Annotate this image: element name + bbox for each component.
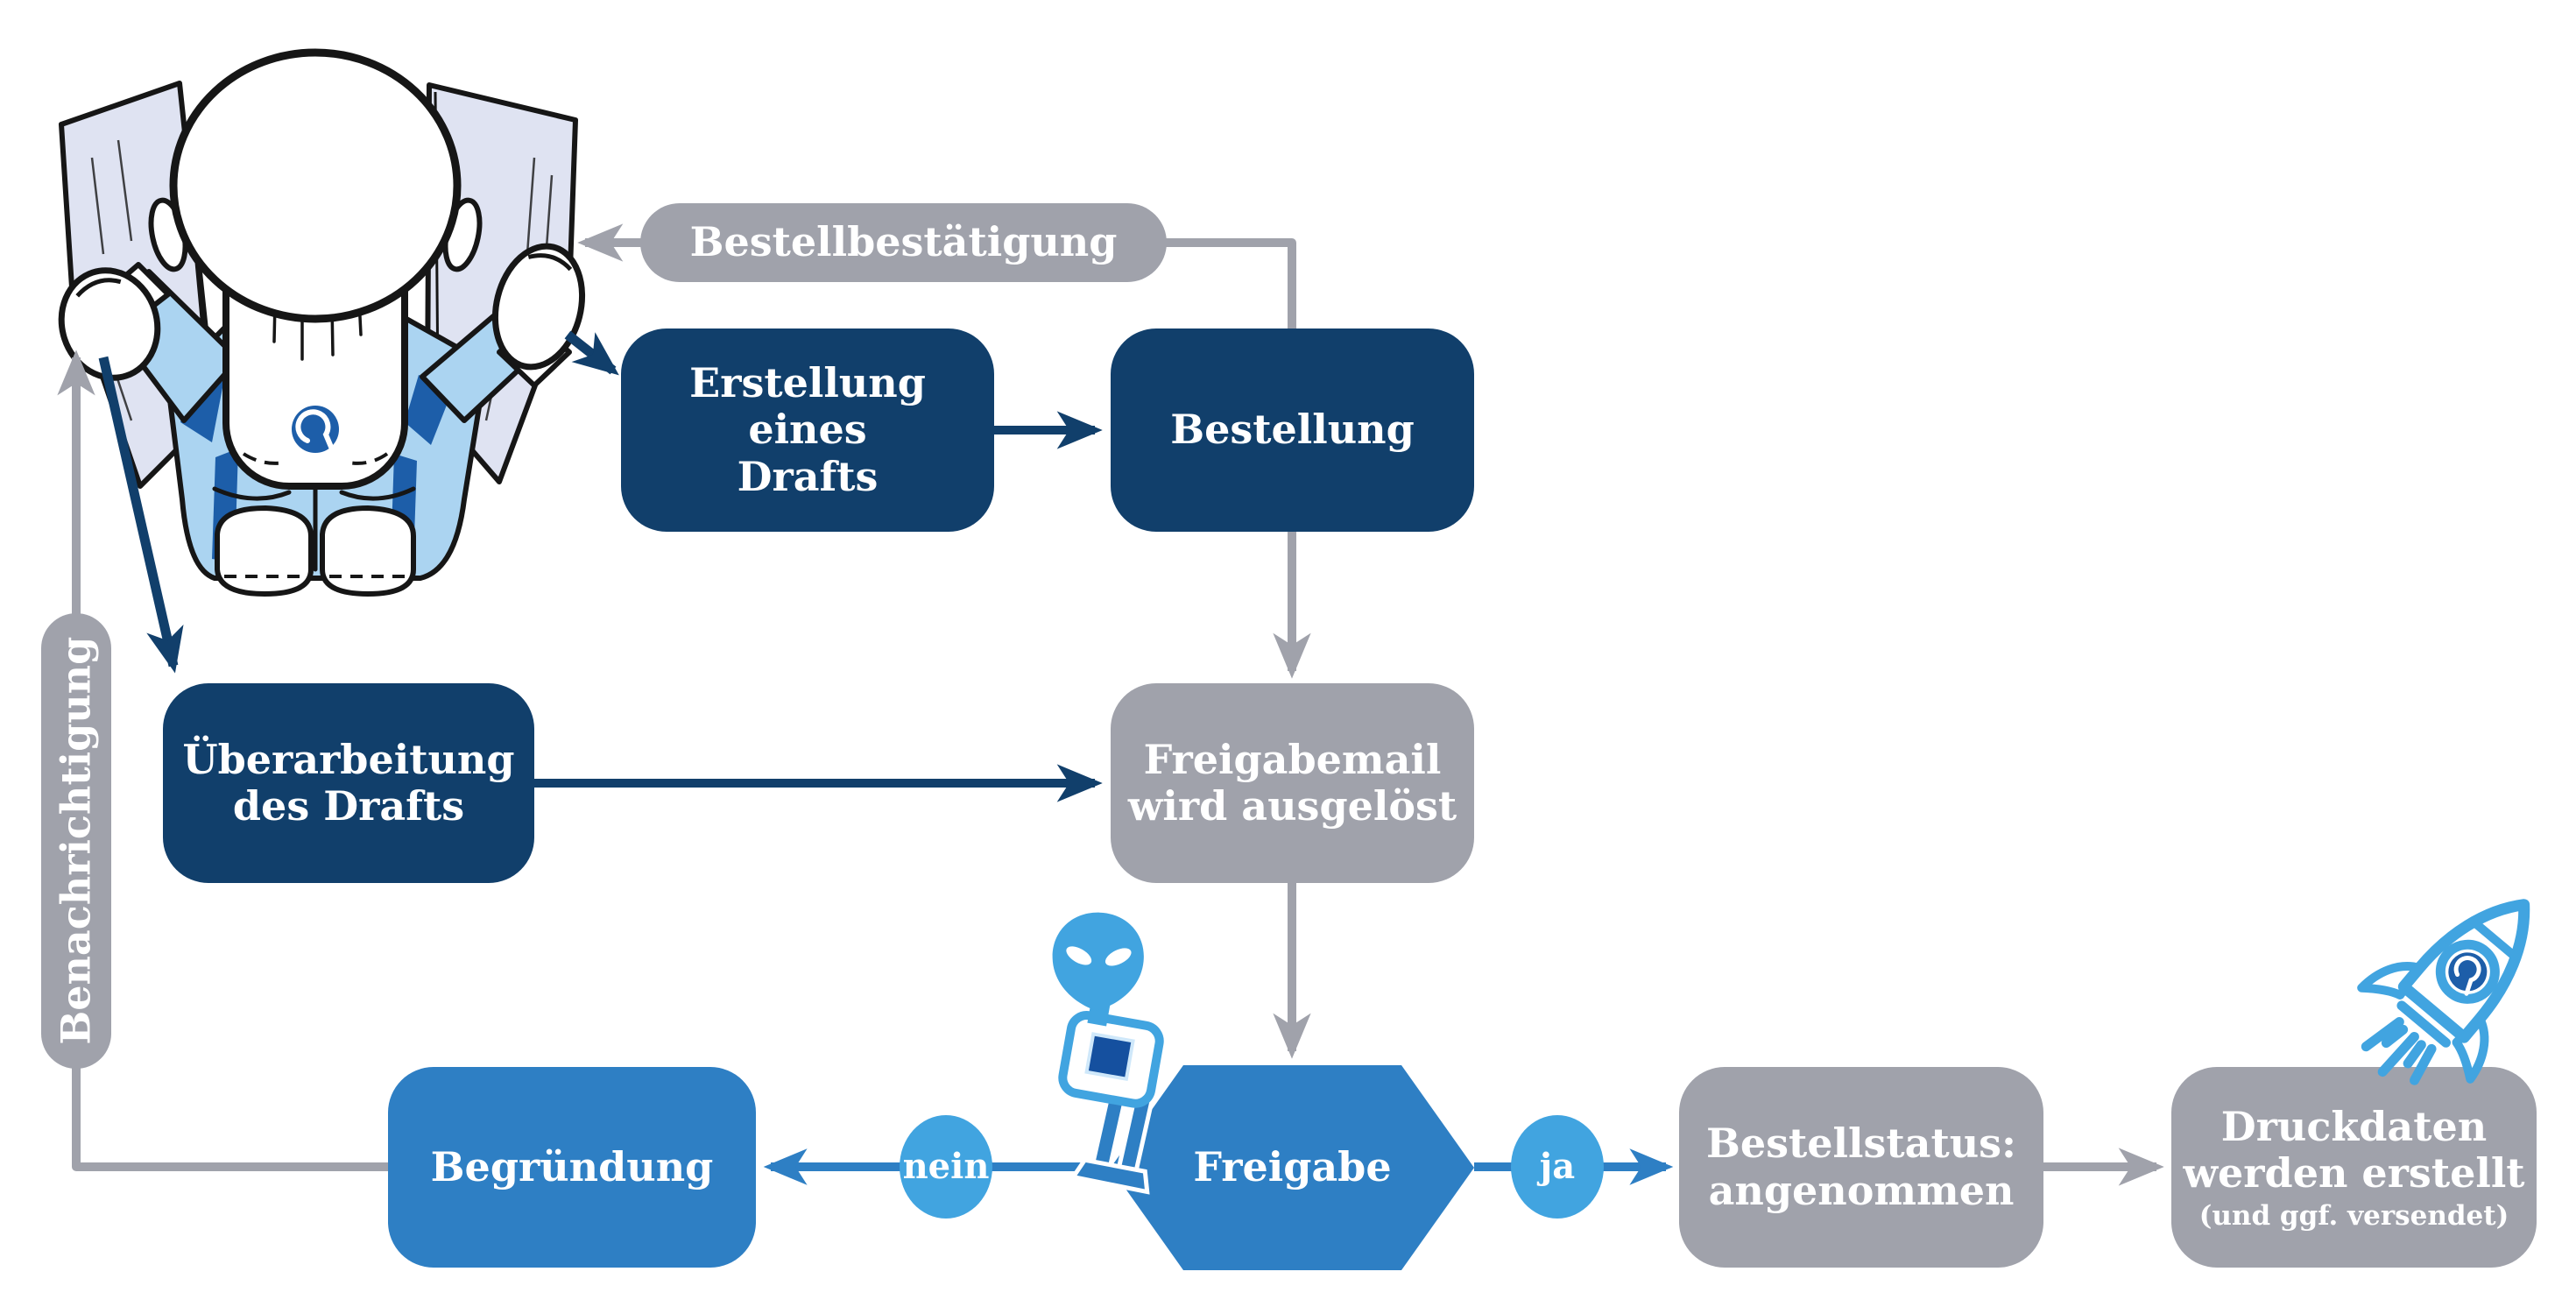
alien-figure-illustration <box>1052 912 1164 1195</box>
node-bestellung-label: Bestellung <box>1170 406 1415 454</box>
node-bestellbestaetigung-label: Bestellbestätigung <box>689 218 1118 266</box>
person-reading-map-illustration <box>58 48 586 597</box>
flow-line-person-to-ueberarbeitung <box>98 356 184 674</box>
node-bestellstatus-line1: Bestellstatus: <box>1705 1120 2017 1168</box>
node-erstellung-line1: Erstellung <box>689 358 926 406</box>
node-erstellung-line3: Drafts <box>737 452 879 500</box>
head <box>148 48 483 323</box>
rocket-fin-right <box>2452 1014 2489 1084</box>
node-begruendung: Begründung <box>388 1067 756 1268</box>
shoes <box>215 505 416 597</box>
node-freigabemail-line1: Freigabemail <box>1143 735 1442 783</box>
node-erstellung-line2: eines <box>748 406 867 454</box>
node-bestellstatus-line2: angenommen <box>1708 1166 2015 1214</box>
node-ja-label: ja <box>1539 1145 1576 1187</box>
node-freigabemail: Freigabemail wird ausgelöst <box>1111 683 1474 883</box>
node-ueberarbeitung-line2: des Drafts <box>232 782 465 830</box>
node-druckdaten-sub: (und ggf. versendet) <box>2198 1199 2509 1232</box>
rocket-exhaust-lines <box>2361 1000 2451 1085</box>
node-druckdaten-line2: werden erstellt <box>2183 1149 2525 1197</box>
node-nein: nein <box>900 1115 992 1219</box>
node-druckdaten: Druckdaten werden erstellt (und ggf. ver… <box>2171 1067 2537 1268</box>
node-freigabe: Freigabe <box>1111 1065 1474 1270</box>
node-nein-label: nein <box>902 1145 990 1187</box>
node-freigabe-label: Freigabe <box>1193 1143 1392 1191</box>
hand-right <box>491 243 586 371</box>
node-benachrichtigung-label: Benachrichtigung <box>52 637 100 1045</box>
node-erstellung: Erstellung eines Drafts <box>621 328 994 532</box>
node-begruendung-label: Begründung <box>430 1142 714 1190</box>
node-bestellstatus: Bestellstatus: angenommen <box>1679 1067 2043 1268</box>
node-bestellbestaetigung: Bestellbestätigung <box>640 203 1167 282</box>
node-ja: ja <box>1511 1115 1604 1219</box>
alien-head <box>1052 912 1144 1011</box>
node-freigabemail-line2: wird ausgelöst <box>1127 782 1457 830</box>
node-bestellung: Bestellung <box>1111 328 1474 532</box>
node-druckdaten-line1: Druckdaten <box>2220 1103 2488 1151</box>
rocket-window-logo <box>2435 939 2500 1004</box>
node-ueberarbeitung-line1: Überarbeitung <box>182 735 515 783</box>
logo-badge <box>292 406 339 454</box>
rocket-illustration <box>2357 899 2530 1085</box>
alien-torso <box>1058 1011 1164 1108</box>
node-ueberarbeitung: Überarbeitung des Drafts <box>163 683 534 883</box>
node-benachrichtigung: Benachrichtigung <box>41 613 111 1069</box>
flow-line-person-to-erstellung <box>564 330 619 376</box>
